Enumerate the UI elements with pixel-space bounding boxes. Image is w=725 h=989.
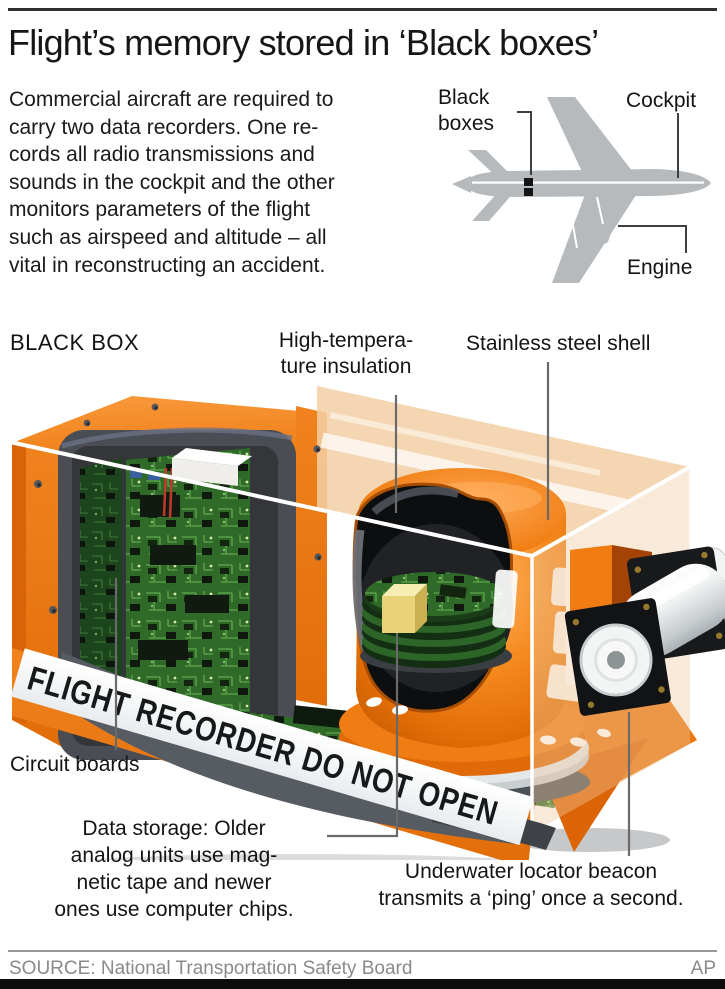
section-heading: BLACK BOX <box>10 330 140 355</box>
bottom-bar <box>0 979 725 989</box>
label-cockpit: Cockpit <box>626 89 697 112</box>
footer-rule <box>8 950 717 952</box>
engine-pod <box>594 142 611 166</box>
intro-line: Commercial aircraft are required to <box>9 88 334 111</box>
intro-line: vital in reconstructing an accident. <box>9 253 326 277</box>
label-insulation: High-tempera- ture insulation <box>278 329 414 378</box>
intro-line: cords all radio transmissions and <box>9 143 315 167</box>
engine-pod <box>597 220 614 244</box>
leader-engine <box>618 225 687 253</box>
black-box-marker <box>524 188 533 196</box>
memory-unit-cylinder <box>335 468 611 806</box>
label-shell: Stainless steel shell <box>466 332 651 355</box>
ghost-shell-edges <box>9 440 692 833</box>
page-title: Flight’s memory stored in ‘Black boxes’ <box>8 22 599 63</box>
black-box-cutaway-illustration: FLIGHT RECORDER DO NOT OPEN <box>9 362 725 860</box>
label-black-boxes: Black boxes <box>438 86 495 135</box>
label-circuit-boards: Circuit boards <box>10 753 140 776</box>
tail-fin <box>452 176 471 193</box>
leader-lines <box>114 362 631 856</box>
pylon-lines <box>567 196 604 249</box>
leader-data-storage <box>327 633 399 838</box>
ap-credit: AP <box>690 958 716 979</box>
black-box-marker <box>524 178 533 186</box>
intro-line: such as airspeed and altitude – all <box>9 225 327 249</box>
intro-line: sounds in the cockpit and the other <box>9 170 335 194</box>
stabilizer-upper <box>468 150 514 178</box>
wing-lower <box>552 192 638 283</box>
wing-upper <box>547 97 636 176</box>
intro-line: carry two data recorders. One re- <box>9 115 319 139</box>
intro-line: monitors parameters of the flight <box>9 198 311 222</box>
intro-paragraph: Commercial aircraft are required to carr… <box>9 86 454 279</box>
top-rule <box>8 8 717 11</box>
chassis-screws <box>34 403 322 614</box>
fuselage-centerline <box>472 181 704 184</box>
label-engine: Engine <box>627 256 693 279</box>
underwater-locator-beacon <box>564 545 725 716</box>
plane-leader-lines <box>517 111 687 253</box>
airplane-diagram <box>452 97 711 283</box>
engine-pod <box>570 112 587 136</box>
stabilizer-lower <box>472 190 516 221</box>
data-storage-chip <box>382 584 427 633</box>
label-beacon: Underwater locator beacon transmits a ‘p… <box>378 860 684 910</box>
heat-sink-top <box>172 448 252 466</box>
source-credit: SOURCE: National Transportation Safety B… <box>9 958 413 979</box>
leader-black-boxes <box>517 111 532 175</box>
engine-pod <box>569 245 586 269</box>
label-data-storage: Data storage: Older analog units use mag… <box>54 817 294 921</box>
